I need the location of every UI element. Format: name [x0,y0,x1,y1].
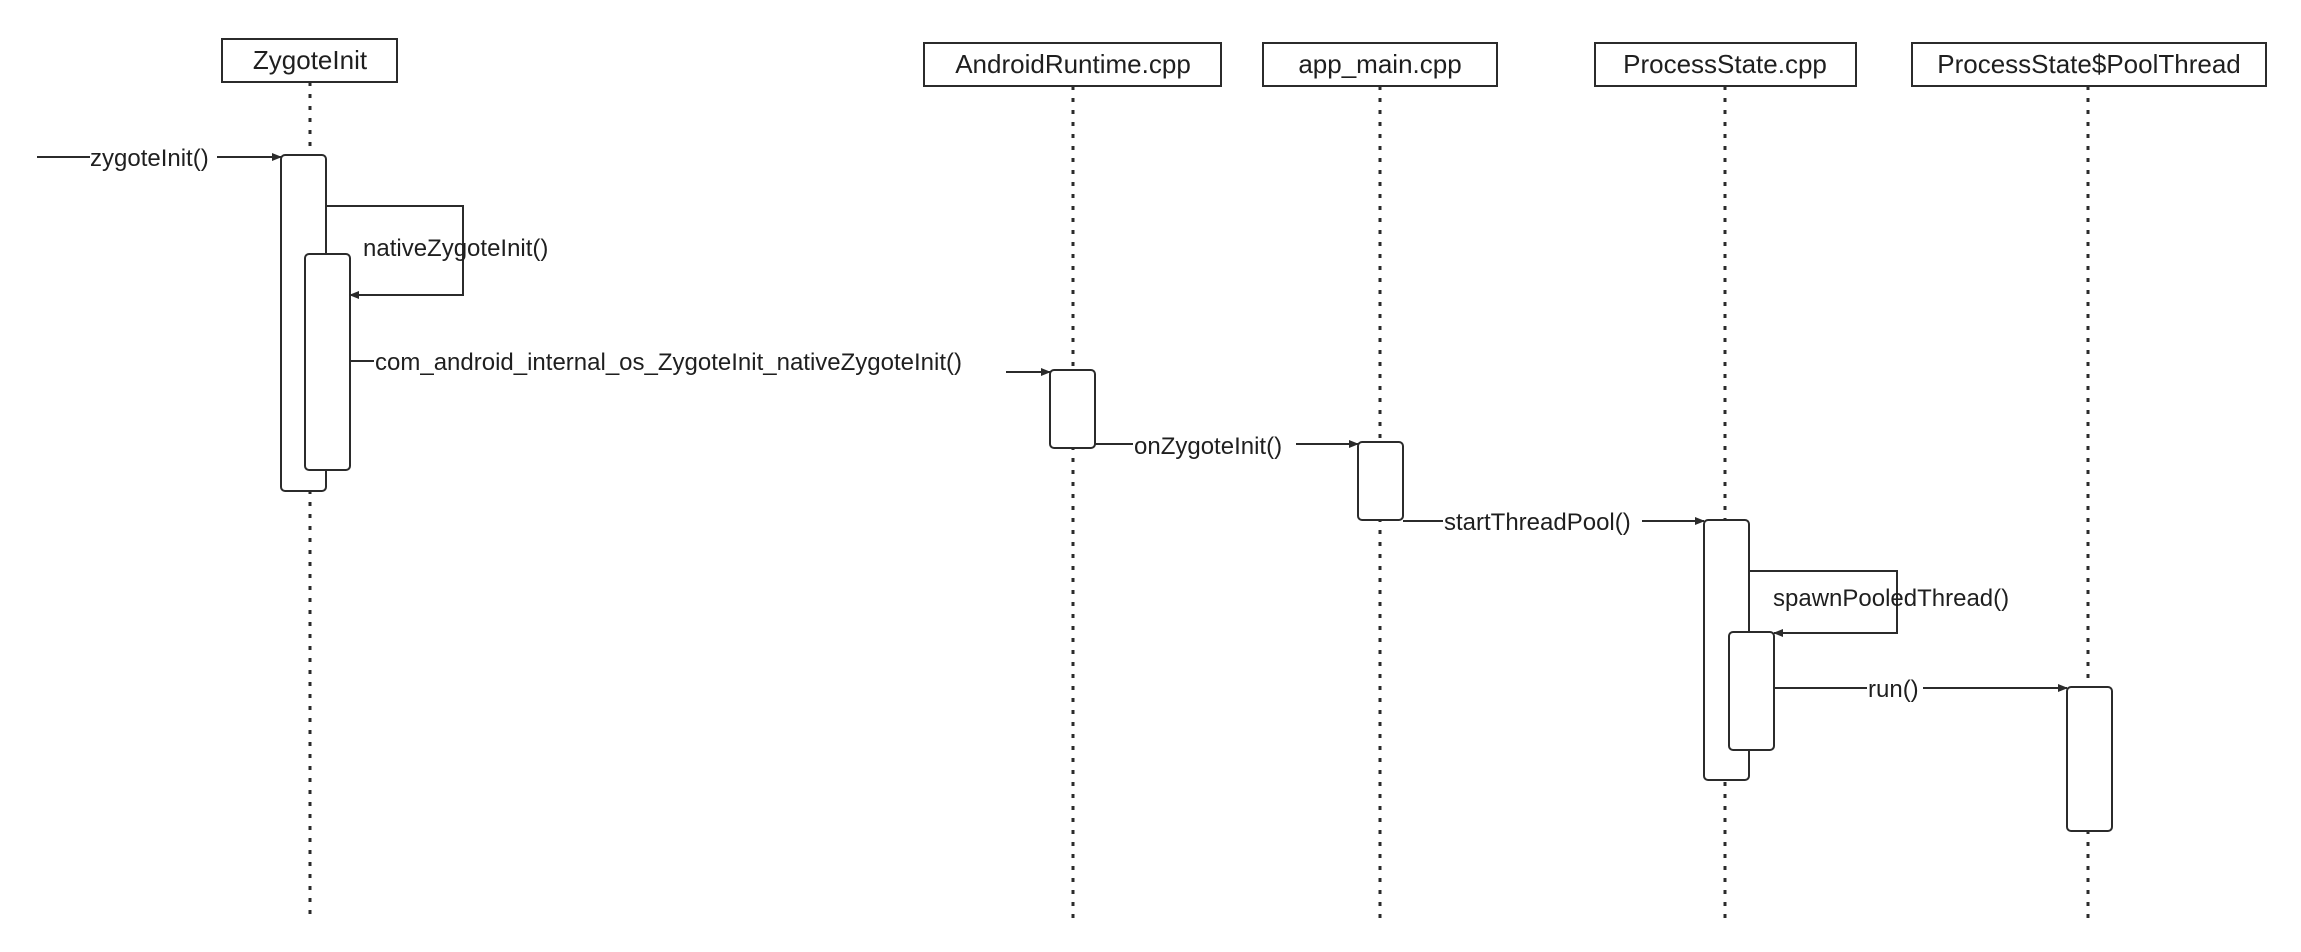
message-label: run() [1868,676,1919,703]
message-jniNativeZygoteInit: com_android_internal_os_ZygoteInit_nativ… [350,349,1051,376]
participant-procstate: ProcessState.cpp [1594,42,1857,87]
participant-label: ZygoteInit [253,45,368,75]
message-label: onZygoteInit() [1134,433,1282,460]
message-run: run() [1774,676,2068,703]
message-zygoteInit: zygoteInit() [37,145,282,172]
message-label: startThreadPool() [1444,509,1631,536]
message-onZygoteInit: onZygoteInit() [1095,433,1359,460]
message-label: com_android_internal_os_ZygoteInit_nativ… [375,349,962,376]
participant-appmain: app_main.cpp [1262,42,1498,87]
participant-label: app_main.cpp [1298,49,1461,79]
message-spawnPooledThread: spawnPooledThread() [1749,570,2009,637]
participant-zygote: ZygoteInit [221,38,398,83]
activation-runtime [1049,369,1096,449]
participant-label: ProcessState$PoolThread [1937,49,2241,79]
participant-label: ProcessState.cpp [1623,49,1827,79]
participant-runtime: AndroidRuntime.cpp [923,42,1222,87]
message-nativeZygoteInit: nativeZygoteInit() [326,205,548,299]
activation-zygote-inner [304,253,351,471]
message-label: spawnPooledThread() [1773,585,2009,612]
activation-procstate-inner [1728,631,1775,751]
activation-poolthread [2066,686,2113,832]
activation-appmain [1357,441,1404,521]
message-startThreadPool: startThreadPool() [1403,509,1705,536]
participant-poolthread: ProcessState$PoolThread [1911,42,2267,87]
message-label: nativeZygoteInit() [363,235,548,262]
participant-label: AndroidRuntime.cpp [955,49,1191,79]
message-label: zygoteInit() [90,145,209,172]
